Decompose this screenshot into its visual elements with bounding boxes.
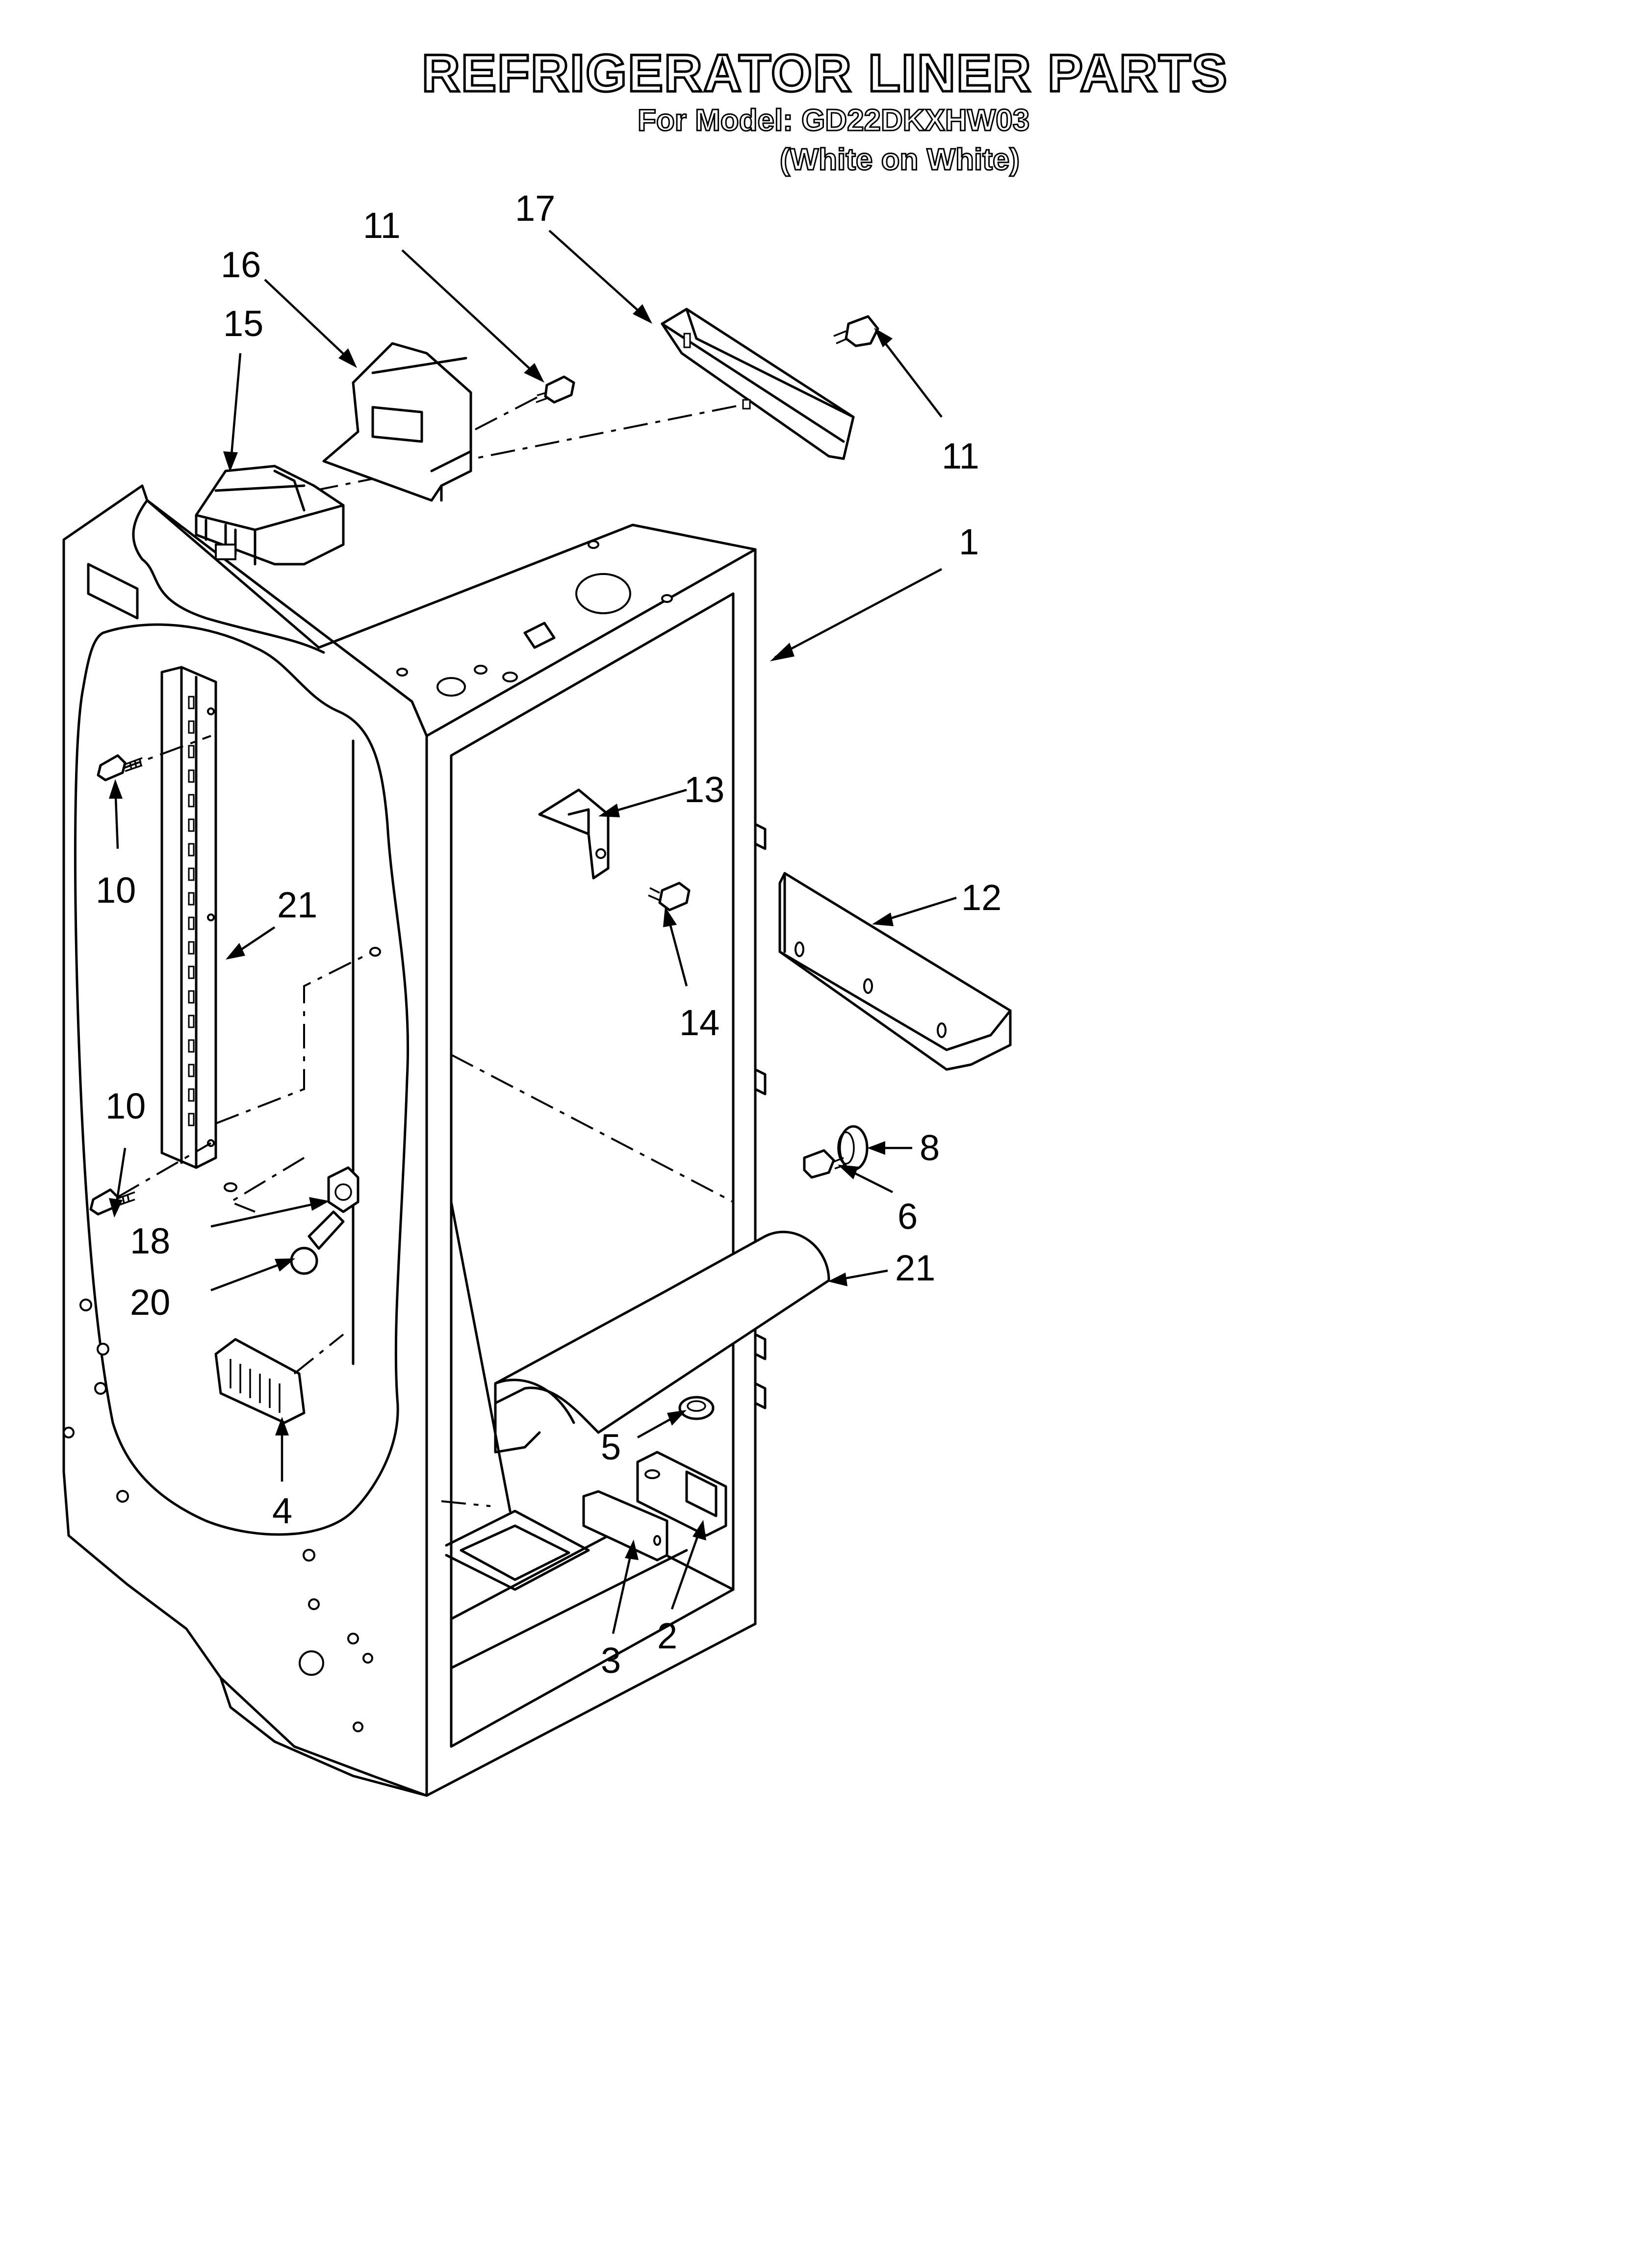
control-housing-15 (195, 465, 345, 566)
callout-10-lower: 10 (105, 1086, 146, 1126)
callout-11-left: 11 (363, 205, 401, 246)
plug-5 (678, 1396, 715, 1420)
callout-20: 20 (130, 1282, 170, 1323)
leader-arrows (109, 230, 957, 1634)
callout-14: 14 (679, 1002, 719, 1043)
callout-5: 5 (601, 1427, 621, 1467)
crisper-cover-21 (494, 1230, 830, 1454)
shelf-ladder-rail-21 (117, 666, 381, 1198)
light-shield-4 (214, 1333, 344, 1424)
bracket-13 (538, 788, 610, 880)
callout-21-left: 21 (277, 885, 317, 925)
callout-6: 6 (898, 1196, 918, 1237)
color-line: (White on White) (779, 142, 1021, 178)
lamp-socket-18 (224, 1157, 359, 1213)
ladder-slots (188, 696, 195, 1126)
channel-17 (661, 308, 855, 460)
screw-14 (648, 882, 691, 912)
callout-15: 15 (223, 303, 263, 344)
screw-10-upper (97, 754, 143, 782)
callout-2: 2 (657, 1616, 677, 1656)
air-duct-12 (778, 872, 1012, 1071)
screw-6 (803, 1149, 845, 1179)
diagram-title: REFRIGERATOR LINER PARTS (420, 42, 1229, 104)
bracket-3 (582, 1490, 668, 1562)
screw-10-lower (89, 1188, 135, 1216)
screw-11-left (470, 375, 575, 433)
callout-8: 8 (920, 1127, 940, 1168)
callout-18: 18 (130, 1221, 170, 1261)
screw-11-right (833, 315, 879, 347)
callout-11-right: 11 (942, 436, 979, 476)
callout-16: 16 (221, 244, 261, 285)
bushing-8 (837, 1125, 869, 1171)
model-line: For Model: GD22DKXHW03 (637, 103, 1030, 138)
callout-13: 13 (684, 769, 724, 810)
callout-17: 17 (515, 188, 555, 229)
callout-3: 3 (601, 1640, 621, 1681)
callout-12: 12 (961, 877, 1001, 918)
callout-10-upper: 10 (96, 870, 136, 911)
callout-4: 4 (272, 1490, 292, 1531)
cover-16 (322, 342, 472, 502)
callout-numbers: 1 11 11 16 15 17 13 14 12 8 6 21 5 3 2 1… (96, 188, 1001, 1681)
bracket-2 (636, 1451, 727, 1537)
callout-21-lower: 21 (895, 1248, 935, 1288)
callout-1: 1 (959, 521, 979, 562)
